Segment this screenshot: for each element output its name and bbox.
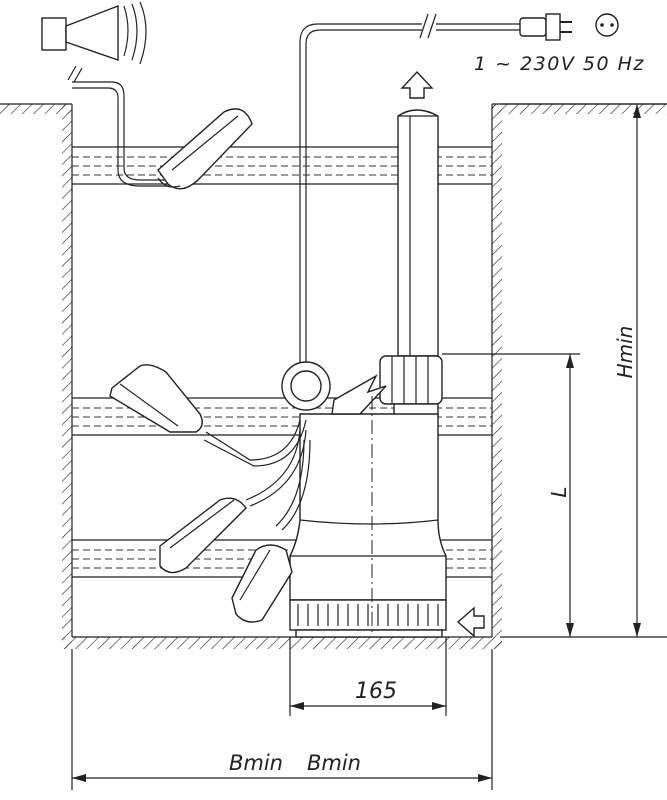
dimension-165-label: 165 [355,679,397,704]
dimension-hmin [500,103,667,638]
float-switch-upper [157,108,253,190]
dimension-bmin-overlay-label: Bmin [307,751,361,775]
pipe-coupling [379,355,443,419]
float-switch-bottom [231,544,293,623]
float-switch-lower [159,497,247,574]
dimension-hmin-label: Hmin [613,326,637,379]
pump-handle [281,361,387,415]
power-supply-label: 1 ~ 230V 50 Hz [474,53,645,75]
socket-icon [595,13,619,37]
dimension-bmin [71,649,493,790]
discharge-pipe [397,109,439,357]
float-cables [203,419,311,531]
flow-out-arrow-icon [400,70,434,99]
power-plug-icon [519,13,572,41]
flow-in-arrow-icon [456,606,485,638]
dimension-l-label: L [547,486,571,497]
pump-body [289,413,447,601]
alarm-cable [67,65,172,187]
dimension-165 [289,637,447,716]
dimension-bmin-label: Bmin [229,751,283,775]
pump-strainer [289,599,447,638]
dimension-l [442,353,580,637]
power-cable [299,13,520,400]
pit-walls [0,103,667,649]
alarm-horn-icon [41,1,147,65]
float-switch-mid [109,364,203,433]
